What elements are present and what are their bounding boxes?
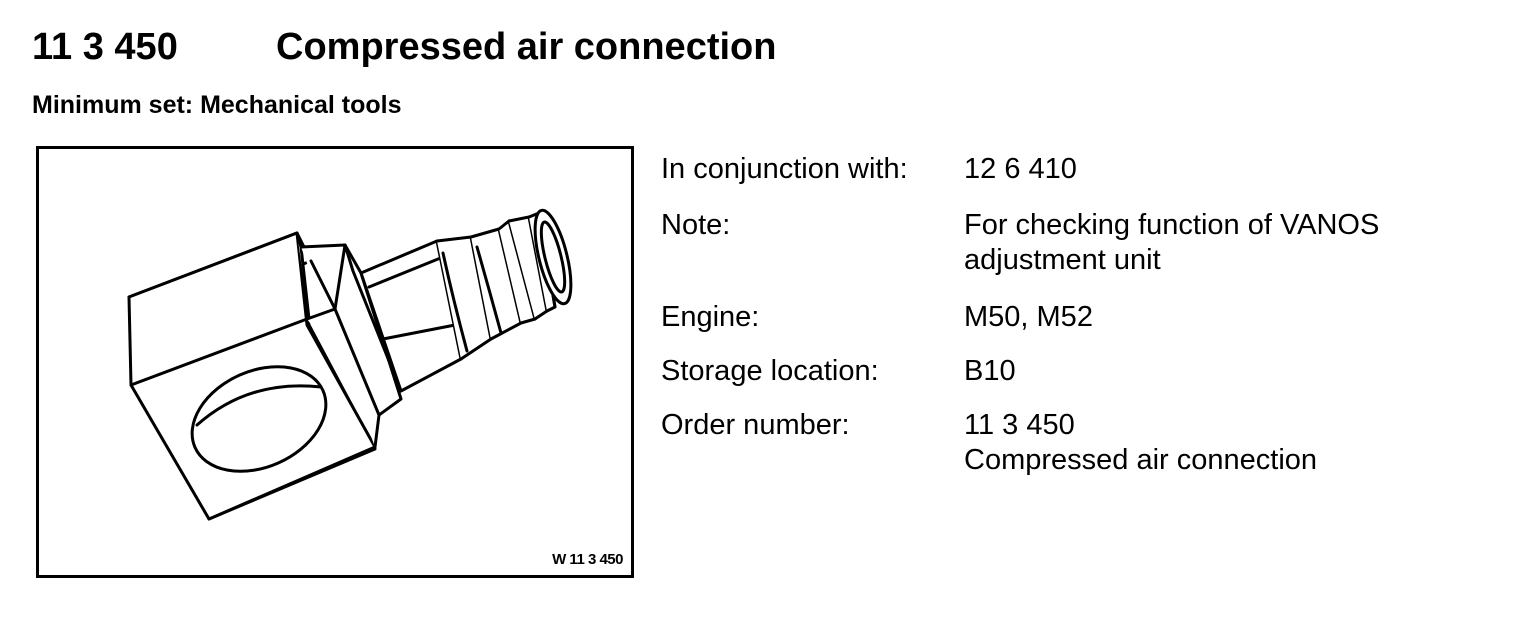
storage-label: Storage location:: [661, 355, 879, 387]
minimum-set-subtitle: Minimum set: Mechanical tools: [32, 91, 402, 119]
note-value-line2: adjustment unit: [964, 244, 1161, 276]
order-value-line2: Compressed air connection: [964, 444, 1318, 476]
engine-label: Engine:: [661, 301, 760, 333]
storage-value: B10: [964, 355, 1016, 387]
note-value: For checking function of VANOS adjustmen…: [964, 208, 1379, 278]
order-label: Order number:: [661, 409, 850, 441]
engine-value: M50, M52: [964, 301, 1093, 333]
order-value-line1: 11 3 450: [964, 409, 1075, 441]
tool-number: 11 3 450: [32, 26, 178, 68]
compressed-air-connector-drawing-icon: [127, 208, 573, 521]
note-label: Note:: [661, 209, 731, 241]
conjunction-value: 12 6 410: [964, 153, 1077, 185]
tool-illustration-frame: W 11 3 450: [36, 146, 634, 578]
note-value-line1: For checking function of VANOS: [964, 209, 1380, 241]
tool-title: Compressed air connection: [276, 26, 777, 68]
figure-caption: W 11 3 450: [552, 551, 623, 568]
order-value: 11 3 450 Compressed air connection: [964, 408, 1317, 478]
conjunction-label: In conjunction with:: [661, 153, 908, 185]
